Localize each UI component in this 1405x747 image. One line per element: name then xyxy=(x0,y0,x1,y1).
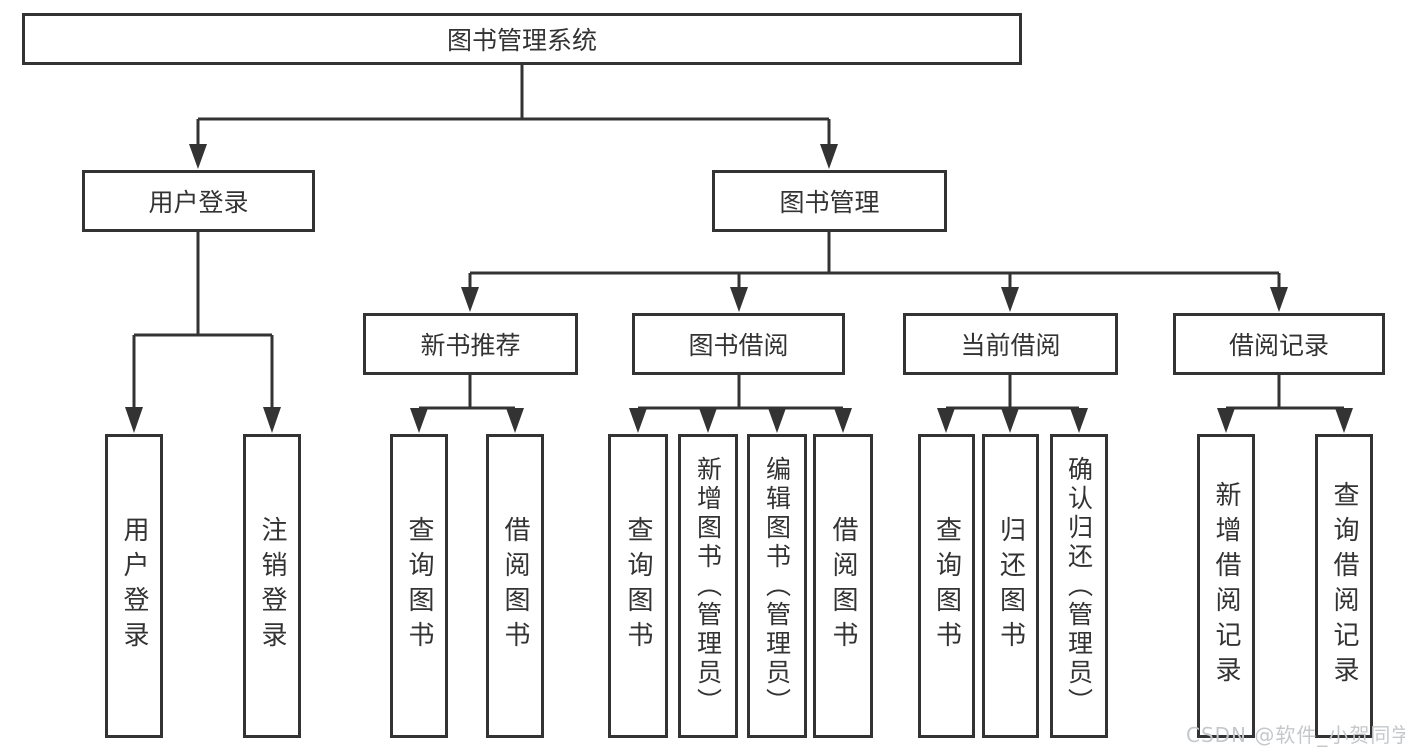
csdn-watermark: CSDN @软件_小贺同学 xyxy=(1186,723,1405,747)
node-leaf-confirm-return-admin-label: 确认归还（管理员） xyxy=(1064,455,1094,717)
connector-book-borrow-to-leaves xyxy=(636,375,845,410)
node-leaf-query-books-borrow-label: 查询图书 xyxy=(623,516,653,656)
arrowheads-book-management-to-level3 xyxy=(461,287,1288,312)
node-borrow-records: 借阅记录 xyxy=(1173,313,1385,375)
node-leaf-add-books-admin-label: 新增图书（管理员） xyxy=(693,455,723,717)
node-book-borrow-label: 图书借阅 xyxy=(688,331,789,360)
node-leaf-confirm-return-admin: 确认归还（管理员） xyxy=(1050,434,1108,738)
node-leaf-add-borrow-record: 新增借阅记录 xyxy=(1197,434,1255,738)
node-book-management: 图书管理 xyxy=(712,170,947,232)
connector-book-management-to-level3 xyxy=(468,232,1281,287)
node-leaf-return-books: 归还图书 xyxy=(982,434,1039,738)
node-current-borrow-label: 当前借阅 xyxy=(960,331,1061,360)
node-leaf-query-books-borrow: 查询图书 xyxy=(608,434,668,738)
node-borrow-records-label: 借阅记录 xyxy=(1228,331,1329,360)
node-leaf-borrow-books: 借阅图书 xyxy=(813,434,873,738)
node-root-label: 图书管理系统 xyxy=(446,26,597,55)
arrowheads-book-borrow-to-leaves xyxy=(629,408,852,433)
node-root: 图书管理系统 xyxy=(22,13,1022,65)
node-leaf-query-books-current-label: 查询图书 xyxy=(931,516,962,656)
connector-current-borrow-to-leaves xyxy=(944,375,1081,410)
node-leaf-borrow-books-label: 借阅图书 xyxy=(828,516,858,656)
node-leaf-borrow-books-recommend: 借阅图书 xyxy=(486,434,544,738)
node-leaf-return-books-label: 归还图书 xyxy=(995,516,1026,656)
node-leaf-logout-label: 注销登录 xyxy=(257,516,287,656)
node-new-book-recommend-label: 新书推荐 xyxy=(420,331,521,360)
node-leaf-logout: 注销登录 xyxy=(243,434,301,738)
node-book-borrow: 图书借阅 xyxy=(632,313,845,375)
arrowheads-root-to-level2 xyxy=(189,144,838,169)
node-leaf-query-books-current: 查询图书 xyxy=(918,434,975,738)
node-leaf-user-login-label: 用户登录 xyxy=(119,516,149,656)
node-current-borrow: 当前借阅 xyxy=(903,313,1118,375)
node-leaf-user-login: 用户登录 xyxy=(105,434,163,738)
node-user-login: 用户登录 xyxy=(82,170,315,232)
node-leaf-query-books-recommend-label: 查询图书 xyxy=(404,516,434,656)
node-new-book-recommend: 新书推荐 xyxy=(363,313,578,375)
node-leaf-query-books-recommend: 查询图书 xyxy=(390,434,448,738)
node-leaf-query-borrow-record: 查询借阅记录 xyxy=(1315,434,1373,738)
node-leaf-query-borrow-record-label: 查询借阅记录 xyxy=(1329,481,1359,691)
connector-user-login-to-leaves xyxy=(132,232,274,407)
connector-root-to-level2 xyxy=(196,65,831,144)
arrowheads-new-book-to-leaves xyxy=(410,408,524,433)
connector-new-book-to-leaves xyxy=(417,375,517,410)
node-leaf-edit-books-admin-label: 编辑图书（管理员） xyxy=(762,455,792,717)
node-book-management-label: 图书管理 xyxy=(779,188,880,217)
node-leaf-add-borrow-record-label: 新增借阅记录 xyxy=(1211,481,1241,691)
arrowheads-current-borrow-to-leaves xyxy=(937,408,1088,433)
arrowheads-user-login-to-leaves xyxy=(125,407,281,433)
connector-borrow-records-to-leaves xyxy=(1224,375,1346,410)
node-leaf-add-books-admin: 新增图书（管理员） xyxy=(678,434,738,738)
node-leaf-borrow-books-recommend-label: 借阅图书 xyxy=(500,516,530,656)
node-user-login-label: 用户登录 xyxy=(148,188,249,217)
arrowheads-borrow-records-to-leaves xyxy=(1217,408,1353,433)
node-leaf-edit-books-admin: 编辑图书（管理员） xyxy=(747,434,807,738)
